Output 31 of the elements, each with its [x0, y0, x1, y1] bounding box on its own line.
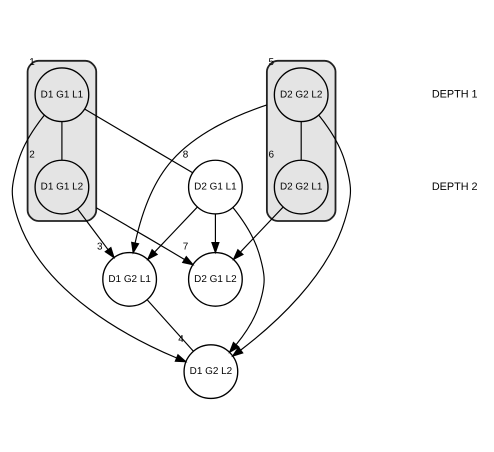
node-label: 1 [29, 57, 35, 68]
node-circle: D2 G1 L2 [188, 252, 243, 307]
connector [300, 122, 302, 160]
node-label: 3 [96, 242, 102, 253]
arrow [232, 206, 284, 261]
connector [146, 300, 194, 352]
arrow [146, 206, 198, 261]
arrow [211, 214, 220, 254]
node-label: 8 [182, 149, 188, 160]
node-circle: D1 G2 L2 [183, 344, 238, 400]
node-circle: D2 G2 L2 [274, 67, 329, 122]
arrow [12, 114, 188, 362]
label: DEPTH 1 [432, 88, 478, 101]
label: DEPTH 2 [432, 180, 478, 193]
arrow [228, 206, 265, 354]
node-label: 7 [182, 242, 188, 253]
node-label: 6 [268, 149, 274, 160]
node-circle: D2 G2 L1 [274, 160, 329, 215]
node-label: 2 [29, 149, 35, 160]
node-circle: D2 G1 L1 [188, 160, 243, 215]
node-circle: D1 G1 L1 [34, 67, 90, 122]
connector [61, 122, 62, 160]
arrow [131, 104, 268, 255]
cluster [26, 60, 98, 222]
arrow [96, 207, 194, 266]
arrow [77, 208, 116, 260]
cluster [266, 60, 336, 222]
node-circle: D1 G2 L1 [102, 252, 158, 307]
connector [84, 108, 193, 174]
node-circle: D1 G1 L2 [34, 160, 90, 215]
arrow [231, 114, 352, 358]
